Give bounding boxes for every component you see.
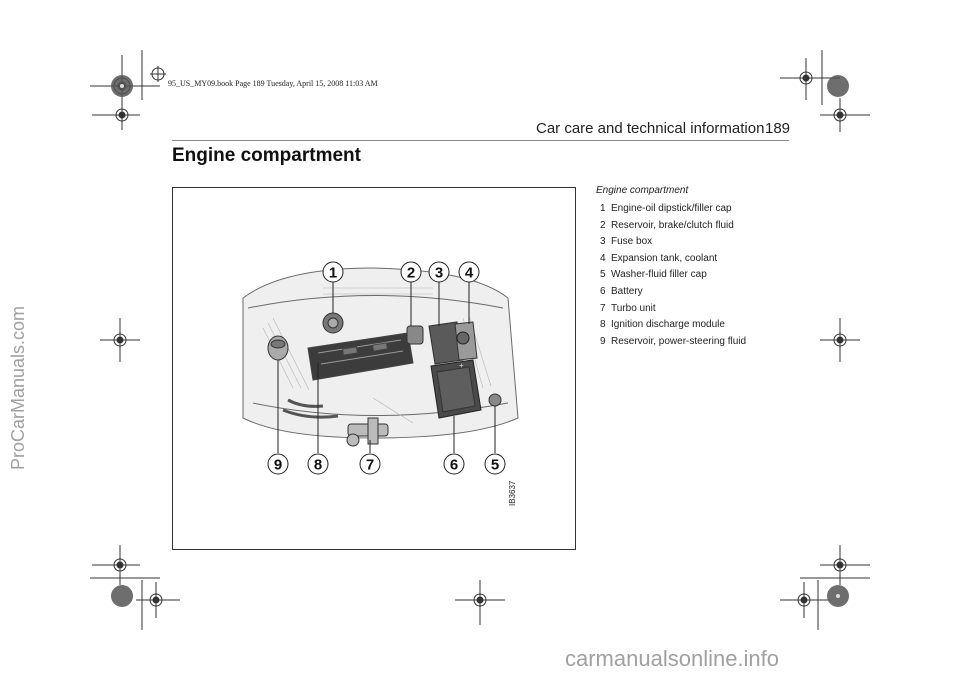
section-title: Engine compartment <box>172 145 361 166</box>
figure-id: IB3637 <box>508 480 517 506</box>
callout-1-marker <box>322 261 344 283</box>
watermark-left: ProCarManuals.com <box>8 305 28 470</box>
callout-6: 6 <box>450 457 458 474</box>
callout-7: 7 <box>366 457 374 474</box>
engine-compartment-figure: + <box>172 187 576 550</box>
callout-2-marker <box>400 261 422 283</box>
callout-5-marker <box>484 453 506 475</box>
callout-8-marker <box>307 453 329 475</box>
callout-3-marker <box>428 261 450 283</box>
callout-9: 9 <box>274 457 282 474</box>
callout-4-marker <box>458 261 480 283</box>
engine-illustration: + <box>242 261 519 506</box>
callout-5: 5 <box>491 457 499 474</box>
watermark-bottom: carmanualsonline.info <box>565 646 780 671</box>
callout-6-marker <box>443 453 465 475</box>
callout-9-marker <box>267 453 289 475</box>
callout-1: 1 <box>329 265 337 282</box>
callout-8: 8 <box>314 457 322 474</box>
svg-text:+: + <box>459 361 464 370</box>
book-file-header: 95_US_MY09.book Page 189 Tuesday, April … <box>168 79 378 88</box>
callout-2: 2 <box>407 265 415 282</box>
header-rule <box>172 140 789 141</box>
callout-4: 4 <box>465 265 474 282</box>
caption-title: Engine compartment <box>596 185 689 196</box>
callout-7-marker <box>359 453 381 475</box>
running-head: Car care and technical information <box>536 120 765 137</box>
page-number: 189 <box>765 120 791 137</box>
callout-3: 3 <box>435 265 443 282</box>
